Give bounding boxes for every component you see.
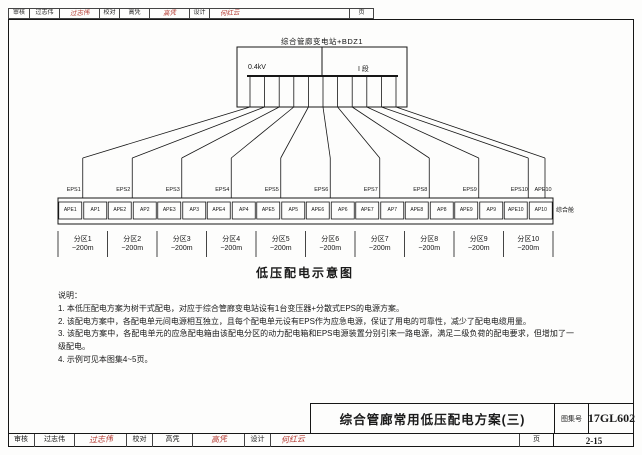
- note-item-2: 2. 该配电方案中，各配电单元间电源相互独立，且每个配电单元设有EPS作为应急电…: [58, 316, 531, 326]
- top-check-name: 高凭: [119, 9, 149, 18]
- zone-name-label: 分区1: [73, 236, 92, 243]
- check-name: 高凭: [152, 434, 192, 447]
- compartment-label: 综合舱: [556, 208, 575, 214]
- ap-label: AP5: [288, 207, 298, 213]
- review-label: 审核: [14, 436, 28, 443]
- zone-length-label: ~200m: [467, 245, 490, 252]
- ape10-top-label: APE10: [534, 187, 552, 193]
- eps-label: EPS10: [510, 187, 528, 193]
- signature-text: 何红云: [219, 9, 240, 18]
- ap-label: AP9: [486, 207, 496, 213]
- design-label: 设计: [244, 434, 270, 447]
- note-item-3: 3. 该配电方案中，各配电单元的应急配电箱由该配电分区的动力配电箱和EPS电源装…: [58, 329, 574, 352]
- ap-label: AP8: [437, 207, 447, 213]
- ap-label: AP6: [338, 207, 348, 213]
- eps-label: EPS9: [462, 187, 477, 193]
- note-item-4: 4. 示例可见本图集4~5页。: [58, 354, 153, 364]
- ap-label: AP1: [90, 207, 100, 213]
- zone-length-label: ~200m: [269, 245, 292, 252]
- bus-section-label: I 段: [358, 66, 369, 73]
- ape-label: APE3: [162, 207, 176, 213]
- zone-length-label: ~200m: [319, 245, 342, 252]
- eps-label: EPS5: [264, 187, 279, 193]
- zone-name-label: 分区5: [271, 236, 290, 243]
- zone-name-label: 分区7: [370, 236, 389, 243]
- top-review-label: 审核: [12, 10, 25, 16]
- zone-name-label: 分区6: [321, 236, 340, 243]
- zone-name-label: 分区9: [469, 236, 488, 243]
- atlas-no-label: 图集号: [554, 404, 588, 433]
- design-signature: 何红云: [270, 434, 519, 447]
- eps-label: EPS8: [413, 187, 428, 193]
- eps-label: EPS4: [215, 187, 230, 193]
- signature-text: 何红云: [280, 434, 306, 445]
- sheet-title: 综合管廊常用低压配电方案(三): [339, 413, 526, 427]
- ape-label: APE1: [63, 207, 77, 213]
- ap-label: AP2: [140, 207, 150, 213]
- eps-label: EPS1: [66, 187, 81, 193]
- ape-label: APE5: [261, 207, 275, 213]
- top-review-name: 过志伟: [29, 9, 59, 18]
- atlas-no-value: 17GL602: [588, 404, 635, 433]
- previous-page-edge-strip: 审核 过志伟 过志伟 校对 高凭 高凭 设计 何红云 页: [8, 8, 374, 19]
- ape-label: APE2: [113, 207, 127, 213]
- note-item-1: 1. 本低压配电方案为树干式配电，对应于综合管廊变电站设有1台变压器+分散式EP…: [58, 303, 405, 313]
- check-signature: 高凭: [192, 434, 244, 447]
- signature-text: 过志伟: [88, 434, 113, 445]
- ape-label: APE4: [212, 207, 226, 213]
- eps-label: EPS6: [314, 187, 329, 193]
- ap-label: AP4: [239, 207, 249, 213]
- zone-length-label: ~200m: [418, 245, 441, 252]
- top-design-signature: 何红云: [209, 9, 349, 18]
- eps-label: EPS7: [363, 187, 378, 193]
- drawing-frame: [8, 19, 634, 447]
- signature-strip: 审核 过志伟 过志伟 校对 高凭 高凭 设计 何红云 页: [8, 433, 553, 447]
- notes-section: 说明： 1. 本低压配电方案为树干式配电，对应于综合管廊变电站设有1台变压器+分…: [58, 290, 574, 367]
- top-review-signature: 过志伟: [59, 9, 99, 18]
- zone-length-label: ~200m: [517, 245, 540, 252]
- zone-length-label: ~200m: [220, 245, 243, 252]
- review-name: 过志伟: [34, 434, 74, 447]
- top-check-signature: 高凭: [149, 9, 189, 18]
- ape-label: APE9: [459, 207, 473, 213]
- eps-label: EPS2: [116, 187, 131, 193]
- zone-length-label: ~200m: [368, 245, 391, 252]
- ap-label: AP10: [534, 207, 547, 213]
- title-block: 综合管廊常用低压配电方案(三) 图集号 17GL602: [310, 403, 635, 433]
- signature-text: 高凭: [210, 434, 227, 445]
- diagram-caption: 低压配电示意图: [255, 266, 355, 280]
- ap-label: AP3: [189, 207, 199, 213]
- voltage-label: 0.4kV: [248, 64, 266, 71]
- ape-label: APE6: [311, 207, 325, 213]
- top-design-label: 设计: [189, 9, 209, 18]
- page-number: 2-15: [553, 433, 634, 447]
- review-signature: 过志伟: [74, 434, 126, 447]
- top-check-label: 校对: [99, 9, 119, 18]
- ap-label: AP7: [387, 207, 397, 213]
- notes-title: 说明：: [58, 291, 82, 300]
- zone-length-label: ~200m: [71, 245, 94, 252]
- check-label: 校对: [126, 434, 152, 447]
- ape-label: APE10: [507, 207, 524, 213]
- zone-name-label: 分区4: [222, 236, 241, 243]
- zone-name-label: 分区2: [123, 236, 142, 243]
- zone-name-label: 分区8: [420, 236, 439, 243]
- substation-label: 综合管廊变电站+BDZ1: [280, 37, 364, 46]
- signature-text: 过志伟: [69, 9, 90, 18]
- signature-text: 高凭: [162, 9, 177, 18]
- page-label: 页: [519, 434, 553, 447]
- zone-name-label: 分区10: [517, 236, 540, 243]
- zone-name-label: 分区3: [172, 236, 191, 243]
- ape-label: APE7: [360, 207, 374, 213]
- ape-label: APE8: [410, 207, 424, 213]
- zone-length-label: ~200m: [170, 245, 193, 252]
- top-page-label: 页: [349, 9, 373, 18]
- notes-items: 1. 本低压配电方案为树干式配电，对应于综合管廊变电站设有1台变压器+分散式EP…: [58, 303, 574, 367]
- eps-label: EPS3: [165, 187, 180, 193]
- zone-length-label: ~200m: [121, 245, 144, 252]
